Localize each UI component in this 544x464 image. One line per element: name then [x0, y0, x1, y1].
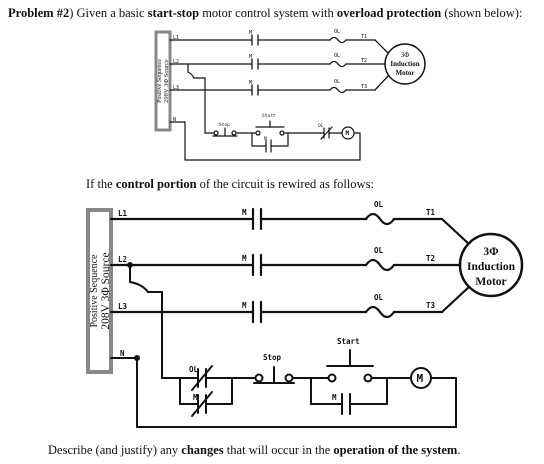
bottom-ol-2: OL [374, 246, 384, 255]
top-ol-3: OL [334, 79, 340, 85]
bottom-n-junction [134, 355, 140, 361]
top-contact-m3: M [249, 80, 252, 86]
question-text-2: that will occur in the [223, 443, 334, 457]
top-contact-m1: M [249, 30, 252, 36]
problem-text-3: (shown below): [441, 6, 523, 20]
question-bold-operation: operation of the system [333, 443, 458, 457]
bottom-coil-label: M [417, 372, 424, 385]
bottom-contact-m1: M [242, 208, 247, 217]
bottom-ol-3: OL [374, 293, 384, 302]
question-text-1: Describe (and justify) any [48, 443, 182, 457]
bottom-source-label: Positive Sequence 208V 3Φ Source [89, 252, 112, 329]
bottom-stop-label: Stop [263, 353, 282, 362]
top-source-label: Positive Sequence 208V 3Φ Source [157, 59, 170, 103]
bottom-label-n: N [120, 349, 125, 358]
top-t1: T1 [361, 34, 367, 40]
bottom-t3: T3 [426, 301, 436, 310]
top-label-l3: L3 [173, 85, 179, 91]
top-coil-label: M [346, 130, 350, 137]
top-start-label: Start [262, 113, 276, 119]
top-stop-label: Stop [219, 122, 230, 128]
top-ol-2: OL [334, 53, 340, 59]
bottom-seal-m-label: M [332, 393, 337, 402]
top-motor-text-2: Induction [390, 60, 419, 68]
top-ol-contact-label: OL [318, 123, 324, 129]
bottom-contact-m3: M [242, 301, 247, 310]
bottom-source-box [86, 208, 113, 374]
top-label-l2: L2 [173, 59, 179, 65]
bottom-m-nc-label: M [193, 393, 198, 402]
bottom-motor-circle [458, 232, 524, 298]
rewired-bold-control: control portion [115, 177, 197, 191]
problem-paren: ) [69, 6, 74, 20]
problem-bold-start-stop: start-stop [147, 6, 200, 20]
bottom-diagram: Positive Sequence 208V 3Φ Source L1 L2 L… [86, 200, 524, 428]
top-diagram: Positive Sequence 208V 3Φ Source L1 L2 L… [154, 29, 426, 161]
problem-number: Problem #2 [8, 6, 70, 20]
problem-text-2: motor control system with [199, 6, 337, 20]
bottom-label-l1: L1 [118, 209, 128, 218]
bottom-motor-text-3: Motor [475, 276, 506, 288]
top-label-n: N [173, 117, 176, 123]
bottom-contact-m2: M [242, 254, 247, 263]
bottom-source-label-1: Positive Sequence [89, 254, 100, 328]
bottom-ol-1: OL [374, 200, 384, 209]
bottom-l2-junction [127, 262, 133, 268]
bottom-control-circuit [110, 264, 457, 428]
top-control-circuit [169, 63, 361, 161]
bottom-t2: T2 [426, 254, 435, 263]
bottom-start-label: Start [337, 337, 360, 346]
top-motor-text-1: 3Φ [401, 51, 410, 59]
bottom-source-label-2: 208V 3Φ Source [100, 252, 112, 329]
bottom-motor-text-1: 3Φ [483, 246, 499, 258]
top-phase-lines [169, 34, 391, 96]
bottom-label-l3: L3 [118, 302, 128, 311]
top-contact-m2: M [249, 54, 252, 60]
top-source-label-1: Positive Sequence [157, 59, 163, 103]
problem-bold-overload: overload protection [336, 6, 442, 20]
top-motor-circle [384, 43, 426, 85]
top-motor-text-3: Motor [395, 69, 414, 77]
question-bold-changes: changes [181, 443, 224, 457]
bottom-ol-contact-label: OL [189, 365, 199, 374]
question-text-3: . [457, 443, 461, 457]
bottom-motor-text-2: Induction [467, 261, 516, 273]
bottom-label-l2: L2 [118, 255, 127, 264]
problem-statement: Problem #2) Given a basic start-stop mot… [8, 6, 522, 21]
question-statement: Describe (and justify) any changes that … [48, 443, 460, 458]
rewired-text-1: If the [86, 177, 116, 191]
bottom-phase-lines [109, 207, 472, 324]
top-label-l1: L1 [173, 35, 179, 41]
rewired-text-2: of the circuit is rewired as follows: [196, 177, 374, 191]
top-source-box [154, 30, 172, 132]
top-ol-1: OL [334, 29, 340, 35]
bottom-t1: T1 [426, 208, 436, 217]
top-seal-m: M [264, 136, 267, 142]
problem-text-1: Given a basic [73, 6, 148, 20]
rewired-statement: If the control portion of the circuit is… [86, 177, 374, 192]
top-t2: T2 [361, 58, 367, 64]
top-t3: T3 [361, 84, 367, 90]
top-source-label-2: 208V 3Φ Source [163, 59, 170, 103]
